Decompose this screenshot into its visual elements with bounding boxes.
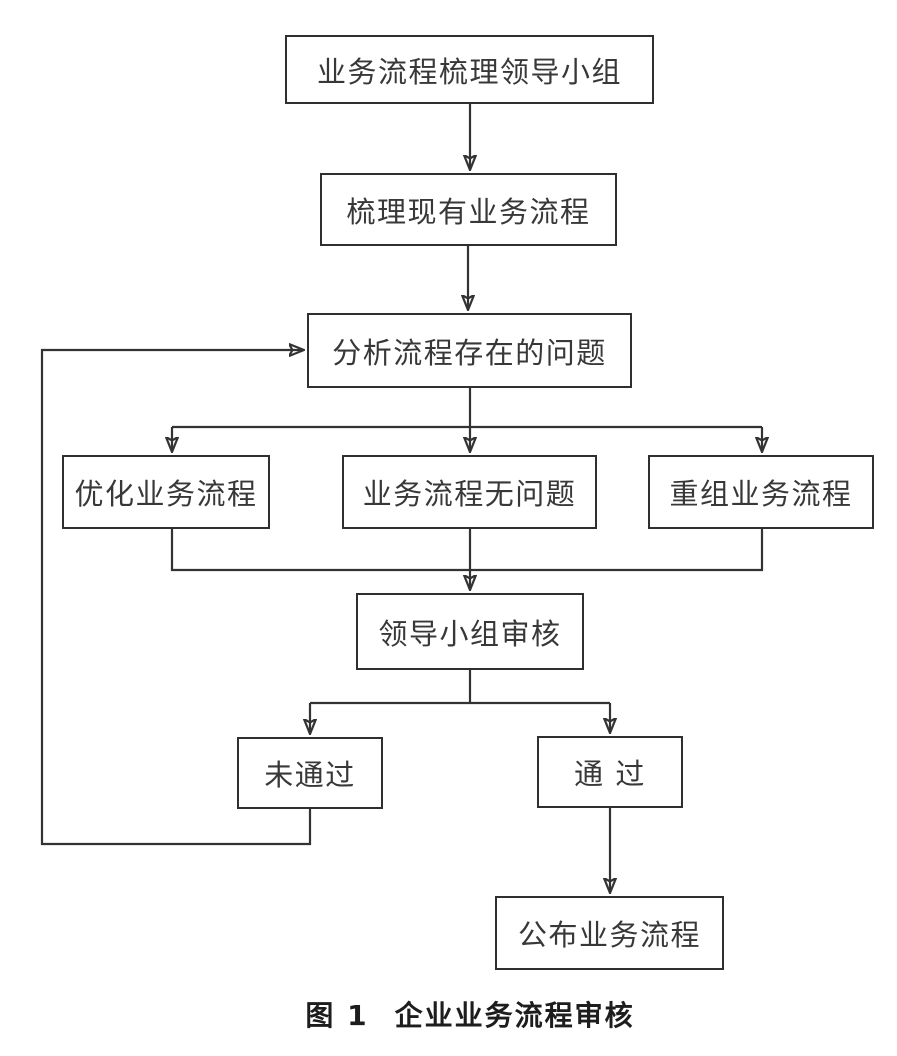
node-passed: 通 过 (537, 736, 683, 808)
node-leader-review: 领导小组审核 (356, 593, 584, 670)
node-label: 领导小组审核 (378, 616, 562, 651)
node-label: 业务流程无问题 (362, 477, 577, 511)
node-label: 优化业务流程 (74, 477, 258, 511)
node-label: 未通过 (264, 758, 356, 792)
node-sort-existing: 梳理现有业务流程 (320, 173, 617, 246)
node-analyze-problems: 分析流程存在的问题 (307, 313, 632, 388)
node-not-passed: 未通过 (237, 737, 383, 809)
figure-title: 企业业务流程审核 (394, 999, 635, 1032)
node-process-no-problem: 业务流程无问题 (342, 455, 597, 529)
node-label: 梳理现有业务流程 (346, 194, 591, 229)
split-connector-analyze (172, 388, 762, 429)
node-label: 通 过 (574, 757, 646, 791)
node-label: 分析流程存在的问题 (332, 335, 607, 370)
figure-caption: 图 1 企业业务流程审核 (305, 994, 634, 1034)
figure-number: 图 1 (305, 999, 369, 1032)
node-leading-group: 业务流程梳理领导小组 (285, 35, 654, 104)
node-label: 重组业务流程 (669, 477, 853, 511)
node-label: 业务流程梳理领导小组 (316, 54, 622, 89)
node-label: 公布业务流程 (517, 918, 701, 952)
node-publish-process: 公布业务流程 (495, 896, 724, 970)
merge-connector (170, 529, 764, 572)
node-reorganize-process: 重组业务流程 (648, 455, 874, 529)
decision-connector (310, 670, 610, 705)
node-optimize-process: 优化业务流程 (62, 455, 270, 529)
loop-not-passed-to-analyze (40, 350, 312, 846)
